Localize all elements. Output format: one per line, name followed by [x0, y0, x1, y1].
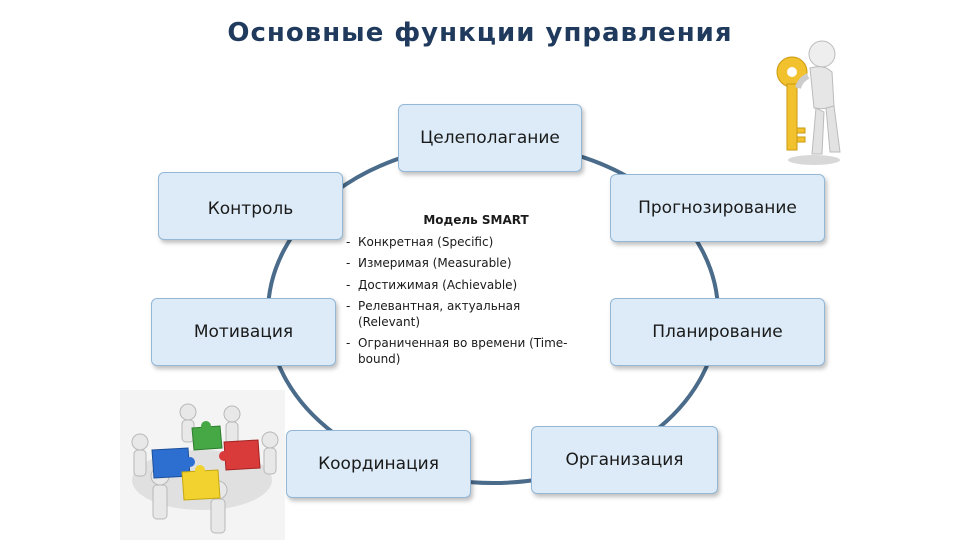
node-control: Контроль — [158, 172, 343, 240]
smart-item: - Релевантная, актуальная (Relevant) — [346, 298, 521, 329]
node-motivation: Мотивация — [151, 298, 336, 366]
node-coordination: Координация — [286, 430, 471, 498]
smart-item: - Достижимая (Achievable) — [346, 277, 518, 292]
smart-item: - Ограниченная во времени (Time-bound) — [346, 336, 568, 367]
page-title: Основные функции управления — [227, 18, 733, 48]
node-forecasting: Прогнозирование — [610, 174, 825, 242]
smart-item: - Измеримая (Measurable) — [346, 256, 512, 271]
puzzle-team-icon — [120, 390, 285, 540]
node-planning: Планирование — [610, 298, 825, 366]
node-goal-setting: Целеполагание — [398, 104, 582, 172]
node-organization: Организация — [531, 426, 718, 494]
smart-title: Модель SMART — [423, 213, 529, 227]
smart-item: - Конкретная (Specific) — [346, 235, 494, 250]
figure-with-key-icon — [776, 40, 841, 165]
smart-model: Модель SMART - Конкретная (Specific) - И… — [346, 212, 576, 373]
